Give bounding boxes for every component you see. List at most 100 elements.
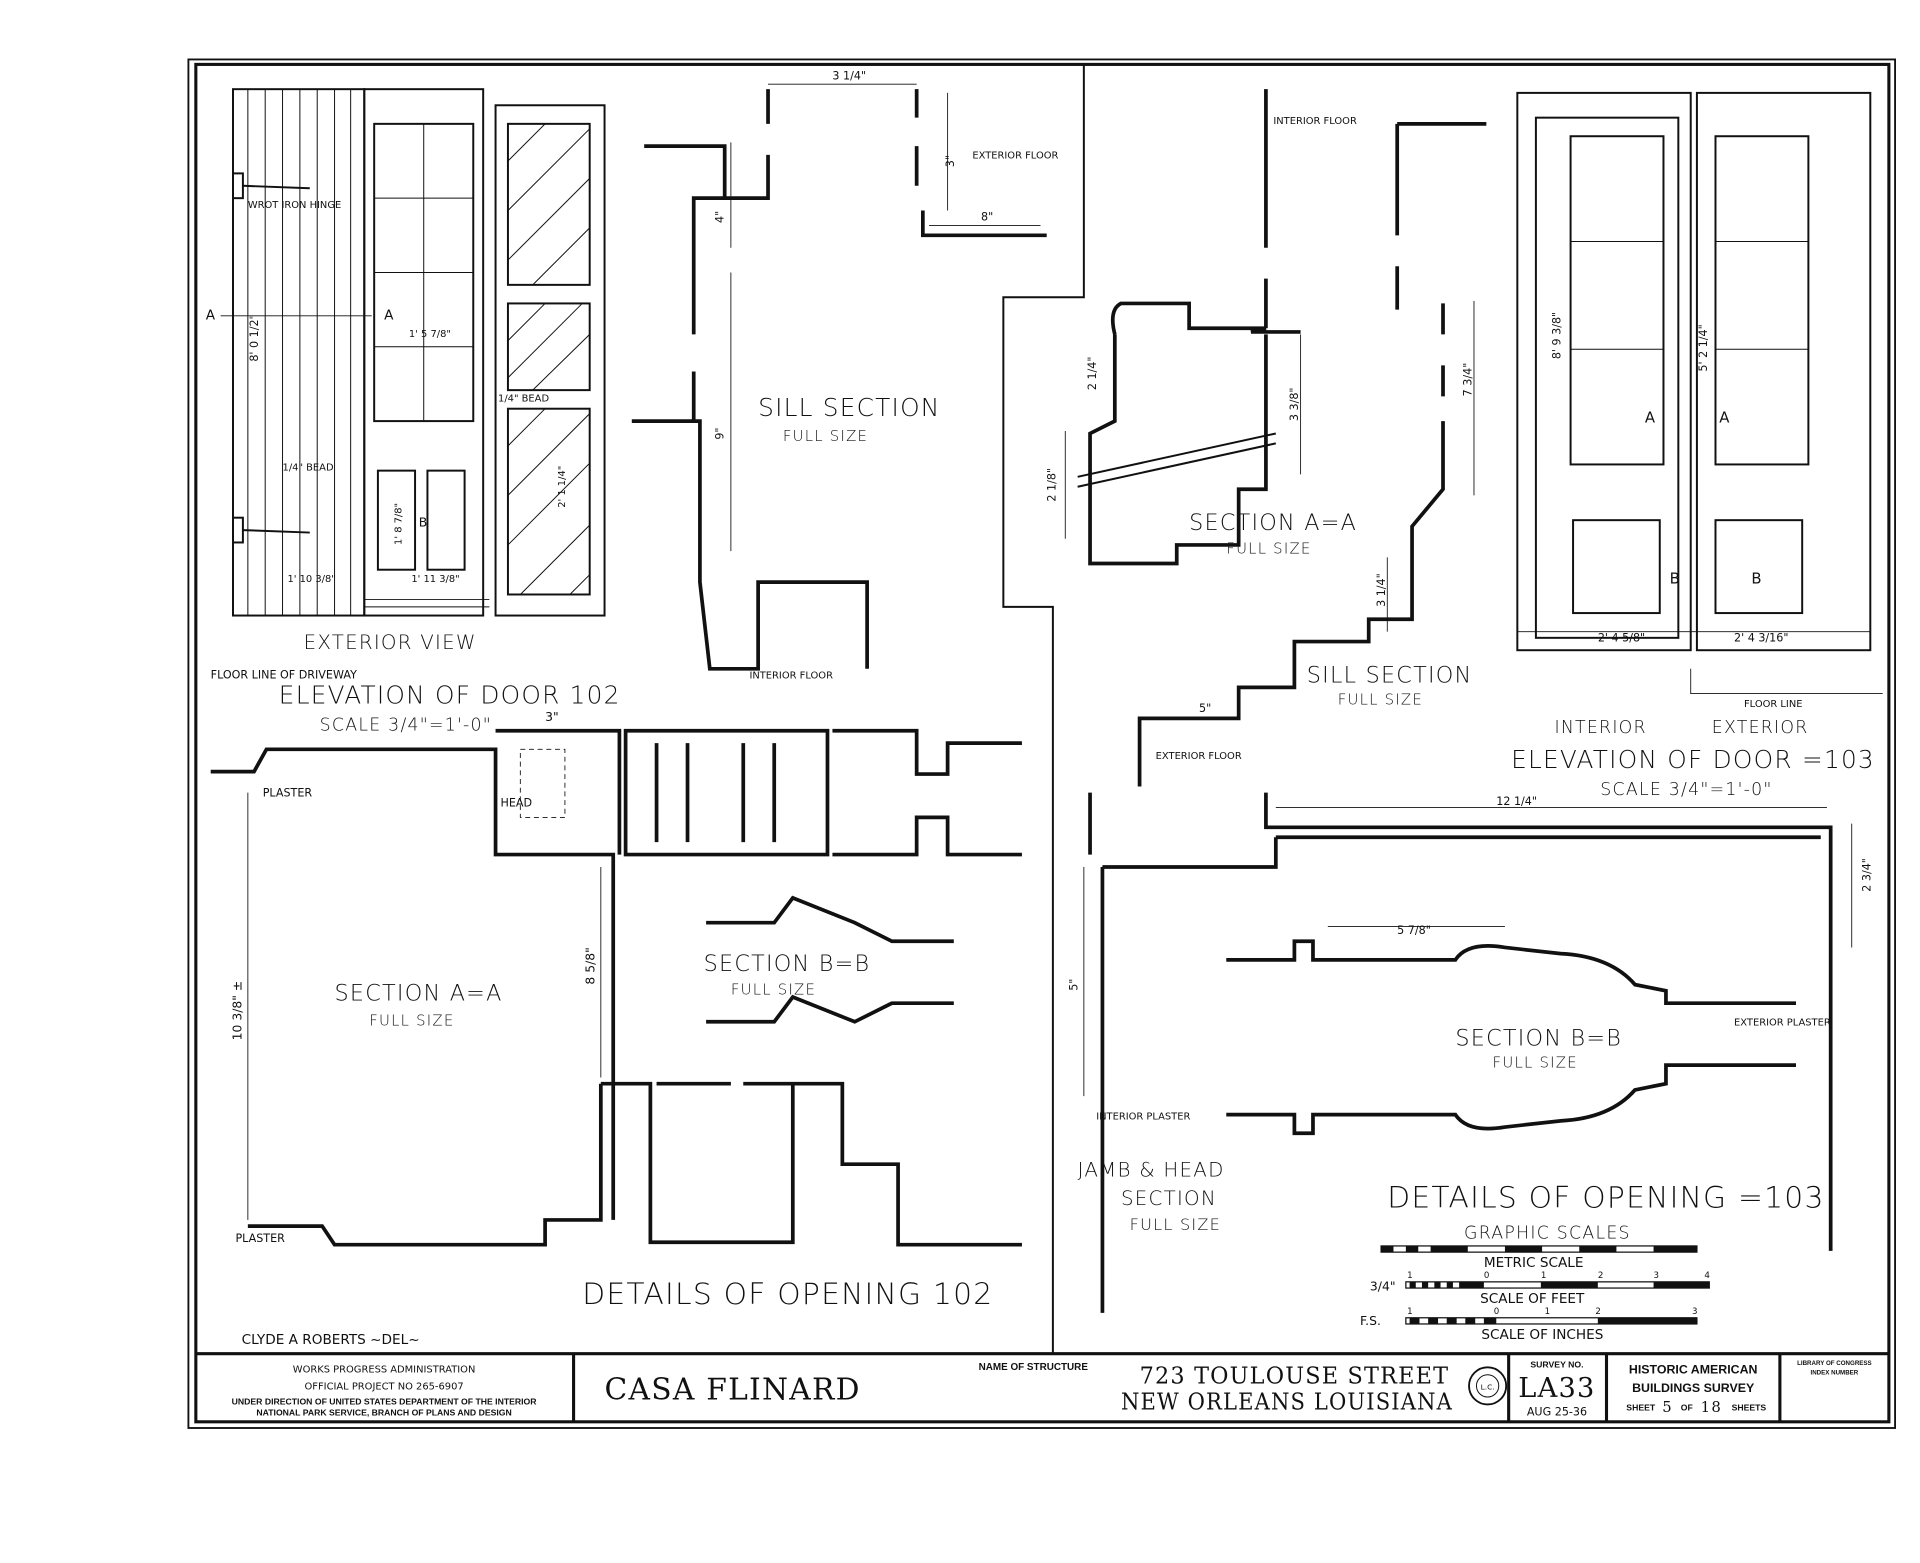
section-mark-a-right: A: [384, 308, 394, 324]
exterior-view-label: EXTERIOR VIEW: [304, 631, 477, 654]
dim-103-width-int: 2' 4 5/8": [1598, 632, 1645, 645]
door-103-elevation: A A B B 2' 4 5/8" 2' 4 3/16" 5' 2 1/4" 8…: [1511, 91, 1883, 800]
dim-leaf-2: 1' 11 3/8": [411, 574, 459, 585]
dim-sill-4: 4": [713, 211, 726, 223]
survey-no-label: SURVEY NO.: [1530, 1359, 1583, 1369]
metric-scale-label: METRIC SCALE: [1484, 1255, 1584, 1271]
name-of-structure-label: NAME OF STRUCTURE: [979, 1362, 1089, 1373]
seal-icon: [1468, 1366, 1508, 1406]
exterior-floor-103: EXTERIOR FLOOR: [1156, 751, 1242, 762]
graphic-scales-title: GRAPHIC SCALES: [1464, 1224, 1631, 1244]
section-aa-103: 2 1/4" 3 3/8" 2 1/8" 7 3/4" 3 1/4" 5" IN…: [1045, 89, 1487, 787]
dim-sill-3: 3": [944, 155, 957, 167]
plaster-bottom: PLASTER: [235, 1232, 285, 1245]
feet-tick: 4: [1704, 1271, 1710, 1281]
address-line-2: NEW ORLEANS LOUISIANA: [1121, 1387, 1453, 1415]
elevation-103-scale: SCALE 3/4"=1'-0": [1600, 780, 1772, 800]
jamb-head-line-2: SECTION: [1121, 1187, 1217, 1210]
feet-tick: 1: [1541, 1271, 1547, 1281]
dim-lower-panel: 1' 8 7/8": [393, 503, 404, 545]
section-bb-102: SECTION B=B: [704, 951, 871, 977]
dim-10-3-8: 10 3/8" ±: [231, 981, 245, 1041]
feet-tick: 2: [1598, 1271, 1604, 1281]
center-divider: [1002, 64, 1085, 1354]
dim-103-a: 2 1/4": [1086, 356, 1099, 390]
dim-leaf-1: 1' 10 3/8": [287, 574, 335, 585]
sill-102-title: SILL SECTION: [758, 393, 940, 422]
sheet-total: 18: [1701, 1398, 1722, 1416]
graphic-scales: METRIC SCALE 3/4" 1 0 1 2 3 4 SCALE OF F…: [1360, 1245, 1710, 1343]
survey-date: AUG 25-36: [1527, 1406, 1587, 1419]
inch-tick: 0: [1494, 1307, 1500, 1317]
inner-border: [194, 62, 1891, 1424]
exterior-label: EXTERIOR: [1712, 718, 1809, 738]
door-102-elevation: WROT IRON HINGE A A 1/4" BEAD 1/4" BEAD …: [206, 88, 621, 736]
agency-line-1: WORKS PROGRESS ADMINISTRATION: [293, 1364, 476, 1375]
interior-plaster: INTERIOR PLASTER: [1096, 1112, 1190, 1123]
dim-12-1-4: 12 1/4": [1496, 795, 1537, 808]
interior-label: INTERIOR: [1554, 718, 1646, 738]
inch-tick: 3: [1692, 1307, 1698, 1317]
details-102: 3" 8 5/8" 10 3/8" ± PLASTER HEAD SECTION…: [210, 710, 1022, 1348]
seal-text: L.C.: [1481, 1383, 1495, 1392]
dim-5-7-8: 5 7/8": [1397, 924, 1431, 937]
dim-height: 8' 0 1/2": [248, 314, 261, 361]
exterior-plaster: EXTERIOR PLASTER: [1734, 1017, 1831, 1028]
elevation-103-title: ELEVATION OF DOOR =103: [1511, 745, 1875, 774]
inches-prefix: F.S.: [1360, 1314, 1381, 1328]
loc-line-1: LIBRARY OF CONGRESS: [1797, 1360, 1872, 1367]
feet-prefix: 3/4": [1370, 1280, 1396, 1294]
sheet-label: SHEET: [1626, 1403, 1656, 1413]
dim-103-height: 8' 9 3/8": [1551, 312, 1564, 359]
section-mark-a-left: A: [206, 308, 216, 324]
title-block: WORKS PROGRESS ADMINISTRATION OFFICIAL P…: [195, 1352, 1889, 1422]
plaster-top: PLASTER: [263, 786, 313, 799]
survey-number: LA33: [1518, 1373, 1595, 1404]
section-aa-102-sub: FULL SIZE: [369, 1011, 454, 1029]
bead-label: 1/4" BEAD: [283, 463, 334, 474]
habs-line-1: HISTORIC AMERICAN: [1629, 1363, 1758, 1377]
details-103-title: DETAILS OF OPENING =103: [1387, 1181, 1824, 1216]
dim-8-5-8: 8 5/8": [584, 947, 598, 984]
sill-102-sub: FULL SIZE: [783, 427, 868, 445]
outer-border: [187, 58, 1897, 1429]
habs-line-2: BUILDINGS SURVEY: [1632, 1381, 1755, 1395]
section-aa-103-title: SECTION A=A: [1189, 510, 1357, 536]
dim-103-b: 3 3/8": [1288, 387, 1301, 421]
floor-line-103: FLOOR LINE: [1744, 699, 1803, 710]
of-label: OF: [1681, 1403, 1693, 1413]
mark-b-exterior: B: [1751, 569, 1761, 587]
dim-panel: 1' 5 7/8": [409, 329, 451, 340]
interior-floor-103: INTERIOR FLOOR: [1273, 116, 1357, 127]
feet-tick: 1: [1407, 1271, 1413, 1281]
address-line-1: 723 TOULOUSE STREET: [1140, 1361, 1450, 1389]
elevation-102-title: ELEVATION OF DOOR 102: [279, 680, 621, 709]
dim-103-e: 3 1/4": [1375, 573, 1388, 607]
section-bb-102-sub: FULL SIZE: [731, 981, 816, 999]
dim-103-f: 5": [1199, 702, 1211, 715]
bead-label-2: 1/4" BEAD: [498, 393, 549, 404]
sheet-number: 5: [1662, 1398, 1673, 1416]
dim-shutter: 2' 1 1/4": [557, 466, 568, 508]
head-label: HEAD: [501, 796, 533, 809]
inch-tick: 1: [1407, 1307, 1413, 1317]
inch-tick: 2: [1595, 1307, 1601, 1317]
dim-sill-9: 9": [713, 427, 726, 439]
scale-of-feet-label: SCALE OF FEET: [1480, 1291, 1585, 1307]
hinge-label: WROT IRON HINGE: [248, 200, 341, 211]
exterior-floor-102: EXTERIOR FLOOR: [972, 151, 1058, 162]
section-mark-b: B: [419, 515, 428, 529]
dim-103-c: 2 1/8": [1045, 468, 1058, 502]
interior-floor-102: INTERIOR FLOOR: [749, 671, 833, 682]
feet-tick: 0: [1484, 1271, 1490, 1281]
feet-tick: 3: [1654, 1271, 1660, 1281]
floor-line-label: FLOOR LINE OF DRIVEWAY: [211, 669, 357, 682]
details-103: 12 1/4" 5 7/8" 2 3/4" 5" SECTION B=B FUL…: [1068, 792, 1873, 1313]
agency-line-2: OFFICIAL PROJECT NO 265-6907: [305, 1382, 464, 1393]
structure-name: CASA FLINARD: [605, 1373, 861, 1408]
delineator: CLYDE A ROBERTS ~DEL~: [242, 1332, 420, 1348]
dim-103-upper: 5' 2 1/4": [1697, 324, 1710, 371]
mark-a-interior: A: [1645, 408, 1656, 426]
section-bb-103-sub: FULL SIZE: [1493, 1054, 1578, 1072]
